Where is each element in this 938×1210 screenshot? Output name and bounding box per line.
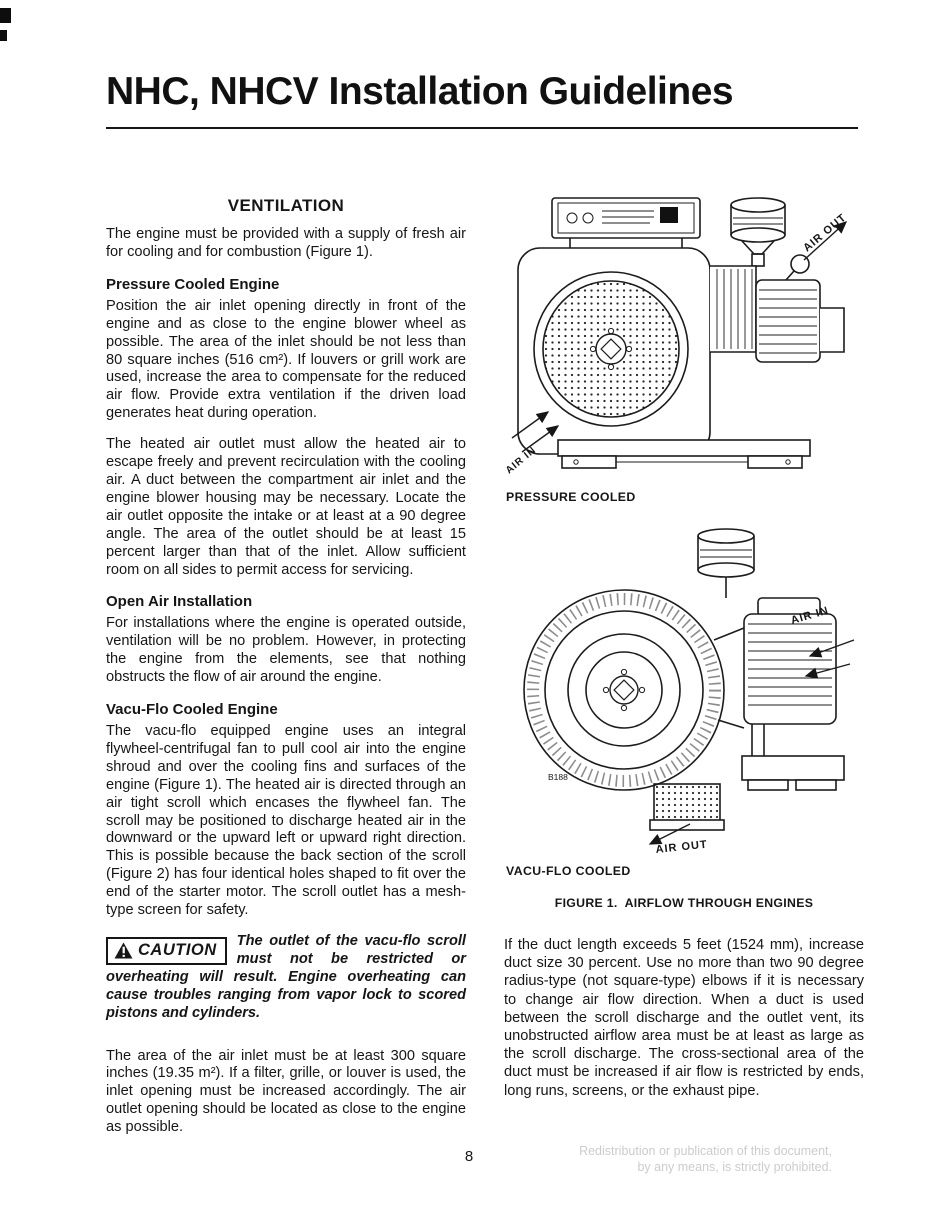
air-out-label: AIR OUT <box>655 839 708 856</box>
watermark-line-1: Redistribution or publication of this do… <box>579 1144 832 1158</box>
subheading-vacu-flo: Vacu-Flo Cooled Engine <box>106 701 278 719</box>
watermark: Redistribution or publication of this do… <box>579 1144 832 1175</box>
watermark-line-2: by any means, is strictly prohibited. <box>637 1159 832 1174</box>
caution-text: The outlet of the vacu-flo scroll must n… <box>106 933 466 1021</box>
subheading-open-air: Open Air Installation <box>106 593 253 611</box>
caution-label: CAUTION <box>138 941 217 959</box>
page-title: NHC, NHCV Installation Guidelines <box>106 70 734 113</box>
subheading-pressure-cooled: Pressure Cooled Engine <box>106 275 280 293</box>
caption-pressure-cooled: PRESSURE COOLED <box>506 490 636 504</box>
caution-badge: CAUTION <box>106 937 227 965</box>
pressure-cooled-engine-illustration: AIR OUT AIR IN <box>504 197 849 477</box>
paragraph-vacu-flo: The vacu-flo equipped engine uses an int… <box>106 723 466 919</box>
paragraph-intro: The engine must be provided with a suppl… <box>106 226 466 260</box>
left-column: VENTILATION The engine must be provided … <box>106 190 466 1150</box>
scan-artifact <box>0 30 7 41</box>
vacu-flo-engine-illustration: AIR IN AIR OUT B188 <box>523 528 855 856</box>
page-number: 8 <box>464 1148 474 1165</box>
drawing-reference-number: B188 <box>548 772 568 782</box>
paragraph-pressure-1: Position the air inlet opening directly … <box>106 297 466 422</box>
paragraph-open-air: For installations where the engine is op… <box>106 615 466 686</box>
section-heading-ventilation: VENTILATION <box>227 196 345 215</box>
content-columns: VENTILATION The engine must be provided … <box>106 190 864 1150</box>
paragraph-closing: The area of the air inlet must be at lea… <box>106 1047 466 1136</box>
scan-artifact <box>0 8 11 23</box>
paragraph-duct: If the duct length exceeds 5 feet (1524 … <box>504 937 864 1099</box>
engine-drawing-group <box>523 528 855 845</box>
air-out-label: AIR OUT <box>801 212 849 255</box>
warning-icon <box>114 942 133 959</box>
air-in-label: AIR IN <box>504 445 539 477</box>
figure-1-label: FIGURE 1. AIRFLOW THROUGH ENGINES <box>554 896 814 910</box>
engine-drawing-group <box>511 197 848 469</box>
caption-vacu-flo-cooled: VACU-FLO COOLED <box>506 864 631 878</box>
right-column: AIR OUT AIR IN PRESSURE COOLED <box>504 190 864 1150</box>
caution-block: CAUTION The outlet of the vacu-flo scrol… <box>106 933 466 1036</box>
caution-paragraph: CAUTION The outlet of the vacu-flo scrol… <box>106 933 466 1023</box>
paragraph-pressure-2: The heated air outlet must allow the hea… <box>106 436 466 578</box>
title-rule <box>106 127 858 129</box>
